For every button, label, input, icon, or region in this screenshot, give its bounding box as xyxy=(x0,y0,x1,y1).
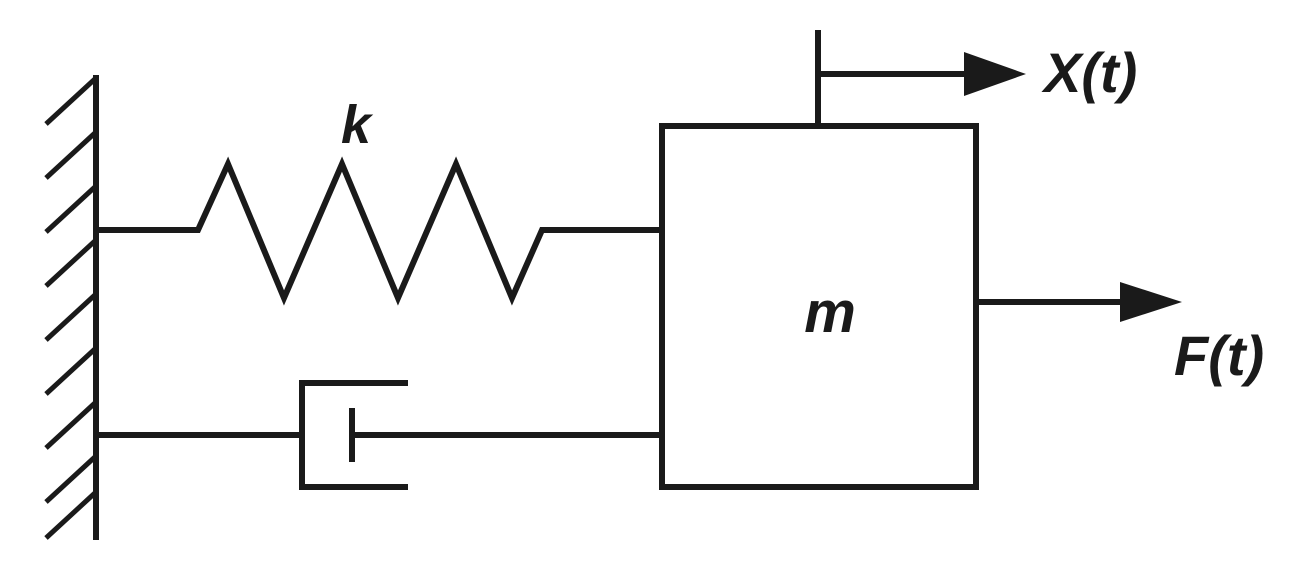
spring-label: k xyxy=(341,95,374,155)
fixed-wall xyxy=(44,75,99,540)
spring xyxy=(96,156,662,306)
displacement-arrowhead xyxy=(964,52,1026,96)
force-label: F(t) xyxy=(1174,324,1264,387)
damper xyxy=(96,380,662,490)
damper-cylinder xyxy=(299,380,408,490)
wall-hatching xyxy=(44,76,98,540)
displacement-arrow xyxy=(815,30,1026,126)
mass-label: m xyxy=(804,280,856,345)
force-arrowhead xyxy=(1120,282,1182,322)
displacement-label: X(t) xyxy=(1041,41,1137,104)
force-arrow xyxy=(976,282,1182,322)
